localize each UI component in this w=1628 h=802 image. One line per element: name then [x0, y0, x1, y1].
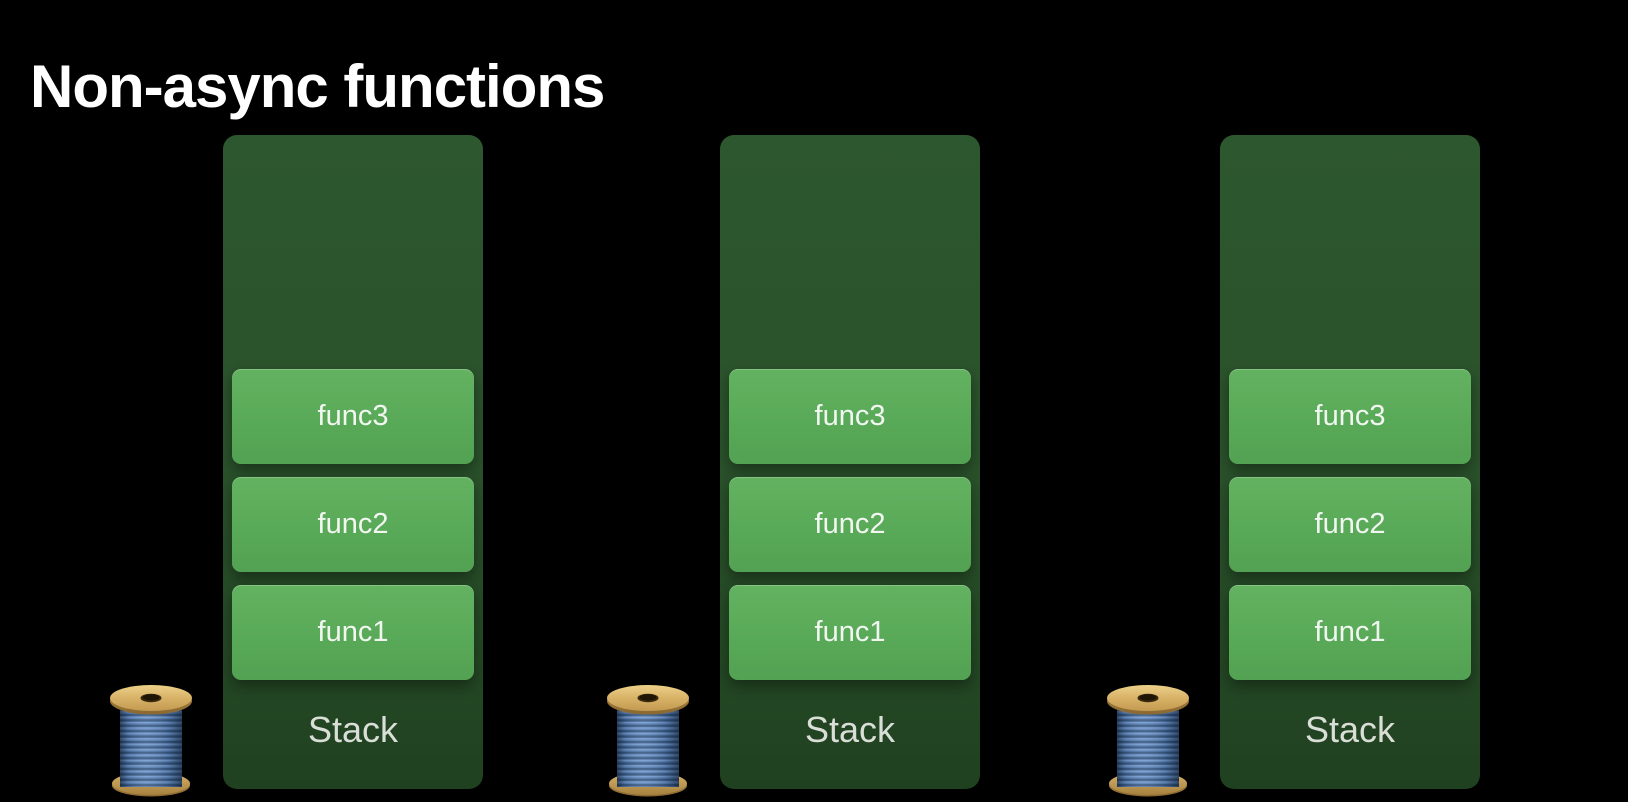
stack-frames: func3 func2 func1 — [1229, 369, 1471, 680]
stack-frames: func3 func2 func1 — [729, 369, 971, 680]
call-stack-box: func3 func2 func1 Stack — [223, 135, 483, 789]
slide-title: Non-async functions — [30, 53, 605, 121]
call-stack-box: func3 func2 func1 Stack — [720, 135, 980, 789]
stack-frame-func3: func3 — [729, 369, 971, 464]
thread-spool-icon — [110, 683, 192, 797]
stack-frame-func3: func3 — [232, 369, 474, 464]
thread-spool-icon — [607, 683, 689, 797]
stack-frame-func1: func1 — [232, 585, 474, 680]
stack-frames: func3 func2 func1 — [232, 369, 474, 680]
call-stack-box: func3 func2 func1 Stack — [1220, 135, 1480, 789]
stack-frame-func2: func2 — [232, 477, 474, 572]
stack-group-1: func3 func2 func1 Stack — [110, 135, 483, 802]
stack-frame-func1: func1 — [729, 585, 971, 680]
stack-label: Stack — [804, 709, 896, 750]
stack-group-3: func3 func2 func1 Stack — [1107, 135, 1480, 802]
stack-frame-func2: func2 — [729, 477, 971, 572]
thread-spool-icon — [1107, 683, 1189, 797]
stack-frame-func3: func3 — [1229, 369, 1471, 464]
stack-group-2: func3 func2 func1 Stack — [607, 135, 980, 802]
stack-label: Stack — [1304, 709, 1396, 750]
stack-frame-func2: func2 — [1229, 477, 1471, 572]
stack-frame-func1: func1 — [1229, 585, 1471, 680]
stack-label: Stack — [307, 709, 399, 750]
